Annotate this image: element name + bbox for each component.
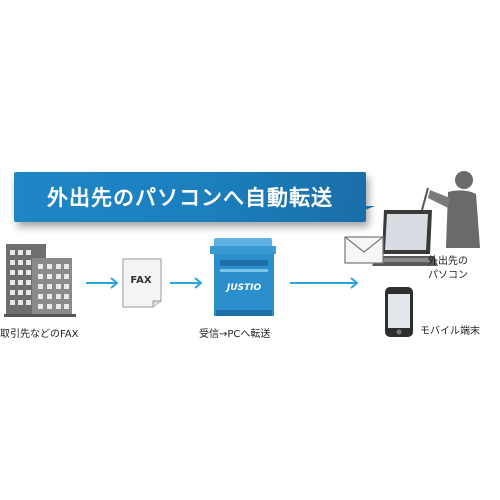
mobile-label: モバイル端末 xyxy=(420,326,480,337)
arrow-right-icon xyxy=(86,277,119,289)
envelope-icon xyxy=(344,236,384,264)
arrow-right-icon xyxy=(290,277,359,289)
pc-label-line1: 外出先の xyxy=(428,256,468,267)
banner-tail xyxy=(345,206,375,218)
banner-callout: 外出先のパソコンへ自動転送 xyxy=(14,172,366,222)
smartphone-icon xyxy=(385,287,413,337)
source-label: 取引先などのFAX xyxy=(0,329,79,340)
fax-document-text: FAX xyxy=(130,275,152,286)
fax-document: FAX xyxy=(121,257,167,309)
laptop-icon xyxy=(372,210,438,266)
justio-logo: JUSTIO xyxy=(226,283,262,293)
pc-label-line2: パソコン xyxy=(428,270,468,281)
document-icon xyxy=(122,258,162,308)
multifunction-printer-icon xyxy=(210,238,276,316)
device-label: 受信→PCへ転送 xyxy=(199,329,271,340)
banner-text: 外出先のパソコンへ自動転送 xyxy=(47,186,333,210)
building-icon xyxy=(4,244,76,317)
person-silhouette-icon xyxy=(421,171,480,248)
arrow-right-icon xyxy=(170,277,203,289)
